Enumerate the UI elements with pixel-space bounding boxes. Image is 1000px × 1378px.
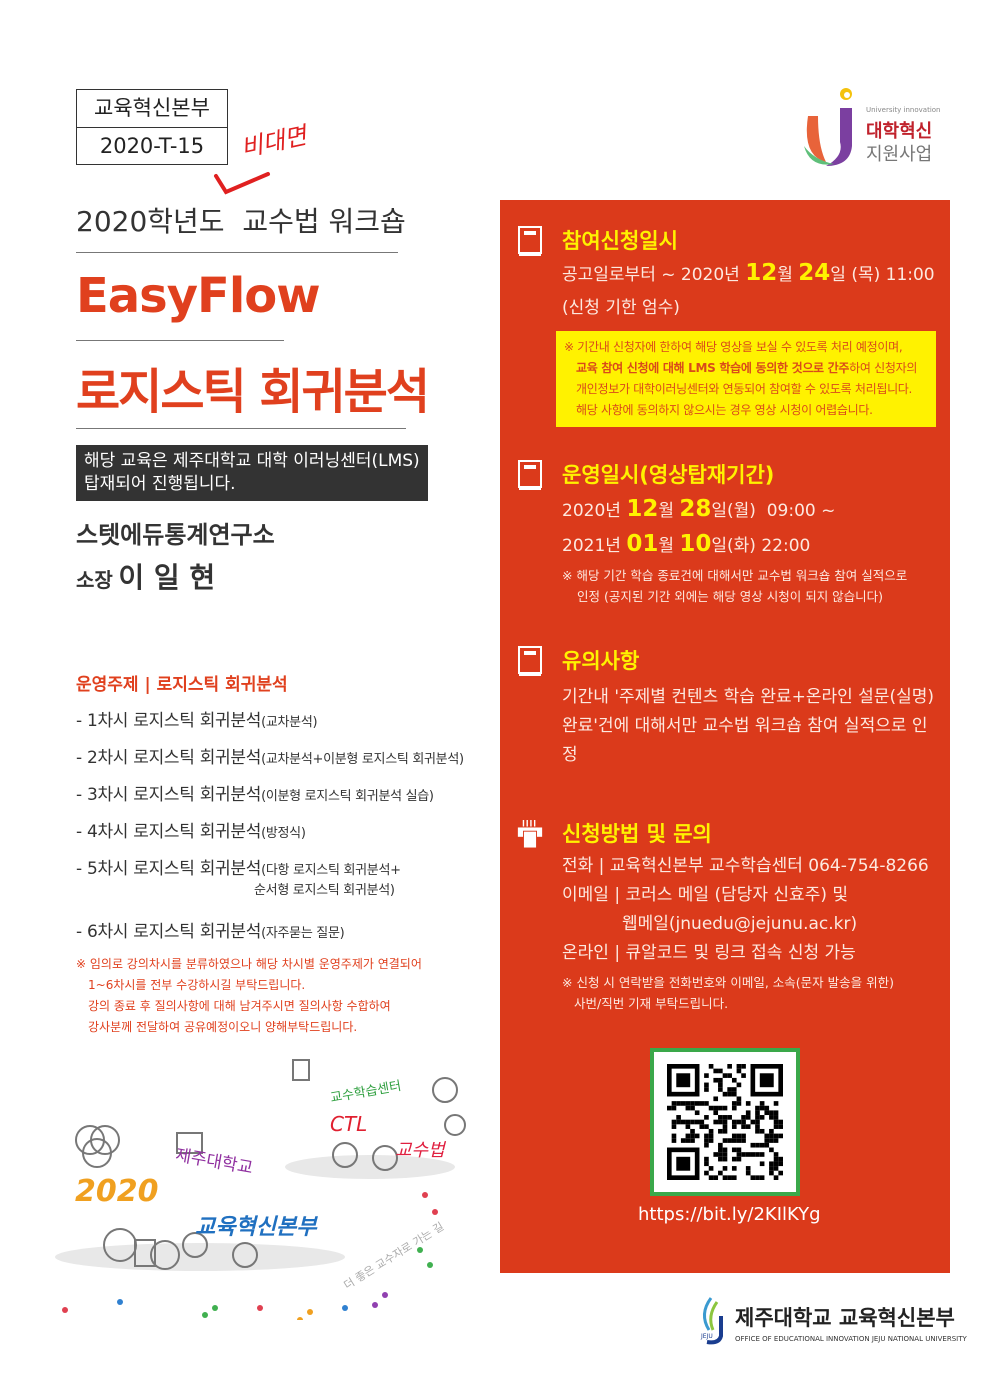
divider: [76, 340, 284, 341]
contact-section: 신청방법 및 문의 전화 | 교육혁신본부 교수학습센터 064-754-826…: [517, 820, 936, 1014]
illus-pedagogy: 교수법: [395, 1140, 445, 1161]
qr-code[interactable]: [650, 1048, 800, 1196]
logo-en: University innovation: [866, 106, 941, 114]
dept-label: 교육혁신본부: [94, 96, 210, 120]
speaker-name: 이 일 현: [118, 561, 216, 594]
footer-name: 제주대학교 교육혁신본부: [735, 1306, 955, 1330]
code-label: 2020-T-15: [77, 127, 227, 164]
contact-phone: 전화 | 교육혁신본부 교수학습센터 064-754-8266: [562, 856, 929, 876]
logo-line1: 대학혁신: [866, 121, 933, 142]
contact-email: 이메일 | 코러스 메일 (담당자 신효주) 및: [562, 885, 849, 905]
list-item: - 3차시 로지스틱 회귀분석(이분형 로지스틱 회귀분석 실습): [76, 785, 434, 805]
lms-notice: 해당 교육은 제주대학교 대학 이러닝센터(LMS) 탑재되어 진행됩니다.: [76, 445, 428, 501]
period-section: 운영일시(영상탑재기간) 2020년 12월 28일(월) 09:00 ~ 20…: [518, 460, 936, 607]
apply-deadline-note: (신청 기한 엄수): [562, 298, 680, 318]
illustration: 2020 제주대학교 교육혁신본부 교수학습센터 CTL 교수법 더 좋은 교수…: [45, 1040, 485, 1320]
contact-note: ※ 신청 시 연락받을 전화번호와 이메일, 소속(문자 발송을 위한)사번/직…: [562, 975, 894, 1011]
illus-ctl: CTL: [330, 1112, 368, 1136]
title-ko: 로지스틱 회귀분석: [76, 364, 430, 420]
code-box: 교육혁신본부 2020-T-15: [76, 89, 228, 165]
illus-2020: 2020: [75, 1174, 159, 1209]
contact-online: 온라인 | 큐알코드 및 링크 접속 신청 가능: [562, 943, 856, 963]
period-title: 운영일시(영상탑재기간): [562, 463, 775, 487]
fax-phone-icon: [517, 820, 543, 849]
speaker: 소장 이 일 현: [76, 556, 428, 596]
jnu-emblem: JEJU: [700, 1297, 723, 1345]
speaker-role: 소장: [76, 568, 113, 592]
footer-en: OFFICE OF EDUCATIONAL INNOVATION JEJU NA…: [735, 1335, 967, 1343]
checkmark-icon: [214, 172, 270, 195]
contact-webmail[interactable]: 웹메일(jnuedu@jejunu.ac.kr): [622, 914, 858, 934]
list-item: - 6차시 로지스틱 회귀분석(자주묻는 질문): [76, 922, 345, 942]
book-icon: [518, 226, 542, 256]
book-icon: [518, 460, 542, 490]
illus-dept: 교육혁신본부: [195, 1215, 317, 1240]
subtitle: 2020학년도 교수법 워크숍: [76, 205, 406, 238]
caution-text: 기간내 '주제별 컨텐츠 학습 완료+온라인 설문(실명)완료'건에 대해서만 …: [562, 687, 935, 765]
caution-title: 유의사항: [562, 649, 640, 673]
info-panel: 참여신청일시 공고일로부터 ~ 2020년 12월 24일 (목) 11:00 …: [500, 200, 950, 1273]
handwritten-note: 비대면: [238, 121, 309, 163]
list-item: - 2차시 로지스틱 회귀분석(교차분석+이분형 로지스틱 회귀분석): [76, 748, 464, 768]
book-icon: [518, 646, 542, 676]
topics-block: - 1차시 로지스틱 회귀분석(교차분석) - 2차시 로지스틱 회귀분석(교차…: [76, 706, 464, 1038]
period-start: 2020년 12월 28일(월) 09:00 ~: [562, 496, 836, 522]
list-item: - 4차시 로지스틱 회귀분석(방정식): [76, 822, 306, 842]
intro-block: 해당 교육은 제주대학교 대학 이러닝센터(LMS) 탑재되어 진행됩니다. 스…: [76, 445, 428, 596]
list-item: - 1차시 로지스틱 회귀분석(교차분석): [76, 711, 318, 731]
title-en: EasyFlow: [76, 268, 321, 324]
apply-date: 공고일로부터 ~ 2020년 12월 24일 (목) 11:00: [562, 260, 935, 286]
svg-text:JEJU: JEJU: [700, 1333, 713, 1340]
university-innovation-logo: [800, 86, 860, 168]
apply-title: 참여신청일시: [562, 229, 678, 253]
topics-heading: 운영주제 | 로지스틱 회귀분석: [76, 675, 288, 695]
apply-section: 참여신청일시 공고일로부터 ~ 2020년 12월 24일 (목) 11:00 …: [518, 226, 936, 427]
apply-url[interactable]: https://bit.ly/2KIlKYg: [638, 1204, 821, 1225]
list-item: - 5차시 로지스틱 회귀분석(다항 로지스틱 회귀분석+순서형 로지스틱 회귀…: [76, 859, 401, 898]
topics-list: - 1차시 로지스틱 회귀분석(교차분석) - 2차시 로지스틱 회귀분석(교차…: [76, 706, 464, 942]
contact-lines: 전화 | 교육혁신본부 교수학습센터 064-754-8266 이메일 | 코러…: [562, 852, 936, 968]
divider: [76, 252, 398, 253]
consent-notice: ※ 기간내 신청자에 한하여 해당 영상을 보실 수 있도록 처리 예정이며, …: [556, 331, 936, 427]
divider: [76, 428, 406, 429]
caution-section: 유의사항 기간내 '주제별 컨텐츠 학습 완료+온라인 설문(실명)완료'건에 …: [518, 646, 936, 770]
org-name: 스텟에듀통계연구소: [76, 521, 275, 549]
qr-pattern: [667, 1064, 783, 1180]
logo-line2: 지원사업: [866, 144, 933, 165]
contact-title: 신청방법 및 문의: [562, 822, 712, 846]
period-end: 2021년 01월 10일(화) 22:00: [562, 531, 811, 557]
